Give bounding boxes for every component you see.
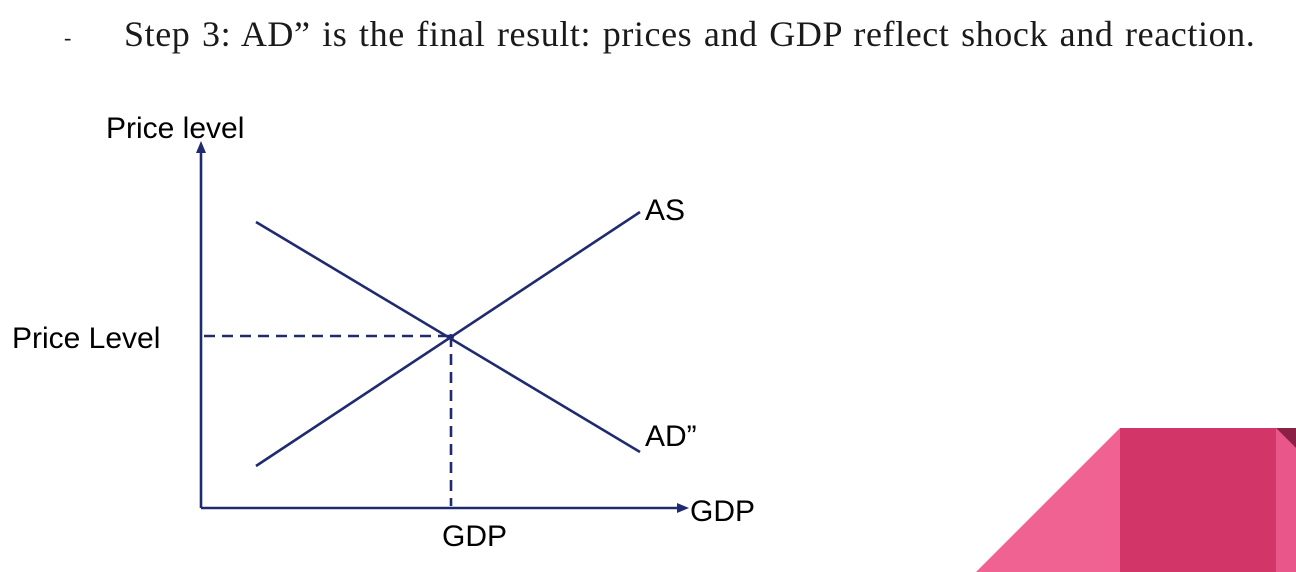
y-axis-arrow: [196, 141, 206, 153]
as-curve: [255, 210, 641, 468]
x-axis-label: GDP: [690, 495, 755, 528]
corner-square: [1120, 428, 1296, 572]
y-axis-label: Price level: [106, 112, 244, 145]
ad-curve-label: AD”: [645, 420, 697, 453]
equilibrium-point: [448, 334, 454, 340]
as-curve-label: AS: [645, 194, 685, 227]
equilibrium-price-label: Price Level: [12, 322, 160, 355]
bullet-point: - Step 3: AD” is the final result: prices…: [64, 8, 1255, 64]
corner-edge: [1276, 428, 1296, 572]
equilibrium-gdp-label: GDP: [442, 520, 507, 553]
corner-triangle: [976, 428, 1120, 572]
bullet-text: Step 3: AD” is the final result: prices …: [124, 14, 1256, 54]
x-axis-arrow: [677, 503, 689, 513]
corner-decoration: [976, 428, 1296, 572]
bullet-marker: -: [64, 24, 72, 50]
